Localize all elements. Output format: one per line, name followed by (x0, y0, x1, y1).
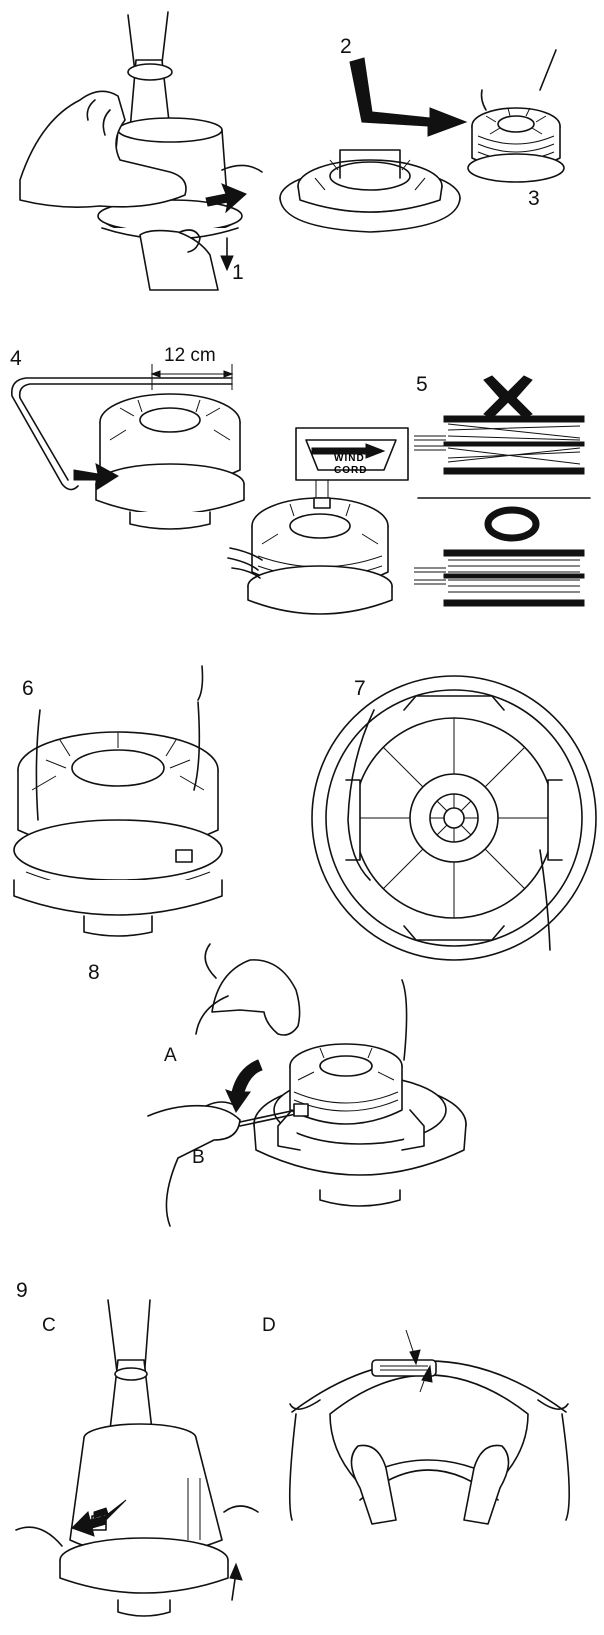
step-number-6: 6 (22, 678, 34, 699)
panel-step9-install-cover (16, 1300, 258, 1616)
step-number-5: 5 (416, 374, 428, 395)
label-d: D (262, 1316, 276, 1335)
step-number-2: 2 (340, 36, 352, 57)
step-number-3: 3 (528, 188, 540, 209)
measurement-label: 12 cm (164, 346, 216, 365)
wind-cord-text-line1: WIND (334, 453, 365, 464)
panel-step1-remove-cover (20, 12, 262, 290)
panel-step2-3-separate (280, 50, 564, 232)
panel-step4-thread-cord (12, 364, 408, 614)
step-number-1: 1 (232, 262, 244, 283)
panel-step5-winding-check (414, 376, 590, 606)
step-number-8: 8 (88, 962, 100, 983)
label-c: C (42, 1316, 56, 1335)
step-number-7: 7 (354, 678, 366, 699)
label-a: A (164, 1046, 177, 1065)
wind-cord-text-line2: CORD (334, 465, 367, 476)
label-b: B (192, 1148, 205, 1167)
step-number-4: 4 (10, 348, 22, 369)
panel-step8-reassemble (148, 944, 466, 1226)
panel-step6-wound-spool (14, 666, 222, 936)
panel-step9-check-detail (290, 1330, 569, 1524)
panel-step7-top-view (312, 676, 596, 960)
step-number-9: 9 (16, 1280, 28, 1301)
